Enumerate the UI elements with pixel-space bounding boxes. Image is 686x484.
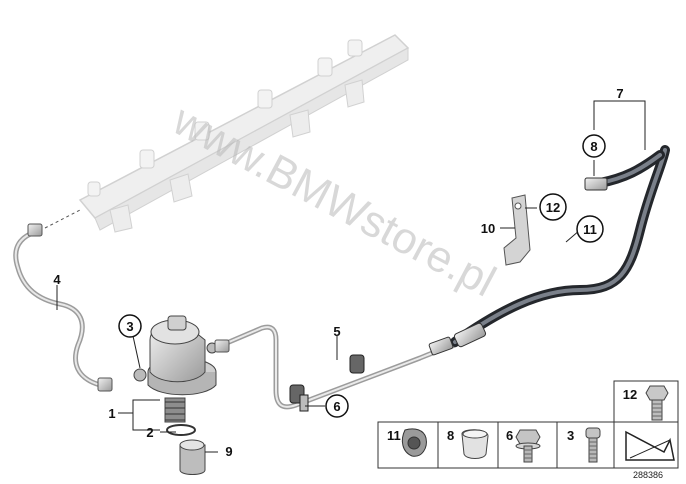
hose-bracket bbox=[503, 194, 531, 266]
callout-1: 1 bbox=[108, 406, 115, 421]
callout-6-circle: 6 bbox=[325, 394, 349, 418]
callout-6: 6 bbox=[333, 399, 340, 414]
bolt-icon bbox=[645, 385, 669, 421]
callout-11-circle: 11 bbox=[576, 215, 604, 243]
callout-5: 5 bbox=[333, 324, 340, 339]
hose-connector bbox=[428, 177, 608, 356]
callout-8-circle: 8 bbox=[582, 134, 606, 158]
callout-4: 4 bbox=[53, 272, 61, 287]
socket-bolt-icon bbox=[585, 427, 601, 463]
pipe-clip bbox=[289, 354, 365, 412]
high-pressure-pump bbox=[133, 315, 218, 423]
flange-bolt-icon bbox=[515, 429, 541, 463]
fitting-nut-rail bbox=[27, 223, 43, 237]
fitting-nut-pump bbox=[97, 377, 113, 392]
callout-3-circle: 3 bbox=[118, 314, 142, 338]
legend-item-label: 6 bbox=[506, 428, 513, 443]
connection-dashed-line bbox=[44, 209, 81, 229]
callout-11: 11 bbox=[583, 222, 597, 237]
legend-item-label: 8 bbox=[447, 428, 454, 443]
clip-icon bbox=[461, 429, 489, 459]
clamp-icon bbox=[401, 428, 427, 457]
diagram-id: 288386 bbox=[633, 470, 663, 480]
callout-12-circle: 12 bbox=[539, 193, 567, 221]
callout-12: 12 bbox=[546, 200, 560, 215]
callout-9: 9 bbox=[225, 444, 232, 459]
legend-top-label: 12 bbox=[623, 387, 637, 402]
arrow-icon bbox=[625, 430, 675, 461]
roller-tappet bbox=[179, 439, 206, 475]
watermark: www.BMWstore.pl bbox=[164, 95, 503, 306]
fuel-line-4 bbox=[13, 229, 103, 388]
legend-item-label: 3 bbox=[567, 428, 574, 443]
legend-box-top bbox=[613, 380, 679, 428]
callout-8: 8 bbox=[590, 139, 597, 154]
legend-item-label: 11 bbox=[387, 428, 401, 443]
callout-7: 7 bbox=[616, 86, 623, 101]
fuel-rail bbox=[78, 34, 410, 233]
callout-3: 3 bbox=[126, 319, 133, 334]
callout-10: 10 bbox=[481, 221, 495, 236]
legend-panel: 12 11 8 6 3 bbox=[377, 380, 679, 480]
callout-2: 2 bbox=[146, 425, 153, 440]
o-ring bbox=[166, 424, 196, 436]
